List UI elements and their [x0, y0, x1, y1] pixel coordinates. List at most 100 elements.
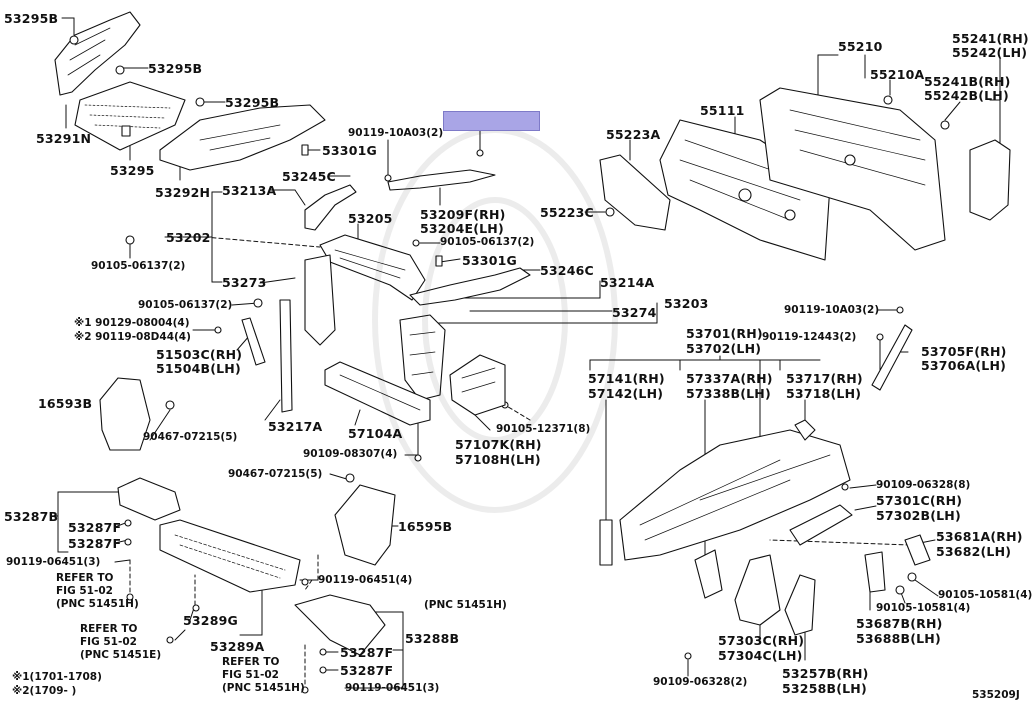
label-90467-07215-a[interactable]: 90467-07215(5) — [143, 431, 238, 443]
label-53705F[interactable]: 53705F(RH) — [921, 344, 1007, 359]
label-53274[interactable]: 53274 — [612, 305, 657, 320]
label-53295[interactable]: 53295 — [110, 163, 155, 178]
label-53682[interactable]: 53682(LH) — [936, 544, 1012, 559]
part-55241-drawing — [969, 139, 1011, 221]
part-53203-drawing — [399, 314, 446, 401]
label-53214A[interactable]: 53214A — [600, 275, 655, 290]
label-53287F-d[interactable]: 53287F — [340, 663, 394, 678]
label-53717[interactable]: 53717(RH) — [786, 371, 863, 386]
label-55223C[interactable]: 55223C — [540, 205, 594, 220]
label-57304C[interactable]: 57304C(LH) — [718, 648, 803, 663]
label-90109-06328-b[interactable]: 90109-06328(2) — [653, 676, 748, 688]
label-53273[interactable]: 53273 — [222, 275, 267, 290]
label-90119-10A03-b[interactable]: 90119-10A03(2) — [784, 304, 880, 316]
part-53205-drawing — [319, 234, 426, 301]
label-53287F-b[interactable]: 53287F — [68, 536, 122, 551]
label-53287F-c[interactable]: 53287F — [340, 645, 394, 660]
part-53291N-drawing — [54, 11, 141, 96]
label-53718[interactable]: 53718(LH) — [786, 386, 862, 401]
part-53701-drawing — [599, 419, 851, 566]
label-16595B[interactable]: 16595B — [398, 519, 453, 534]
label-55241[interactable]: 55241(RH) — [952, 31, 1029, 46]
label-53687B[interactable]: 53687B(RH) — [856, 616, 943, 631]
label-53205[interactable]: 53205 — [348, 211, 393, 226]
label-90119-08D44[interactable]: ※2 90119-08D44(4) — [74, 331, 191, 343]
label-refer-3a: REFER TO — [222, 656, 280, 668]
label-57141[interactable]: 57141(RH) — [588, 371, 665, 386]
label-90105-06137-b[interactable]: 90105-06137(2) — [440, 236, 535, 248]
label-90119-06451-b[interactable]: 90119-06451(4) — [318, 574, 413, 586]
label-16593B[interactable]: 16593B — [38, 396, 93, 411]
label-57303C[interactable]: 57303C(RH) — [718, 633, 805, 648]
label-53203[interactable]: 53203 — [664, 296, 709, 311]
label-57108H[interactable]: 57108H(LH) — [455, 452, 541, 467]
label-53706A[interactable]: 53706A(LH) — [921, 358, 1007, 373]
label-90109-08307[interactable]: 90109-08307(4) — [303, 448, 398, 460]
label-51504B[interactable]: 51504B(LH) — [156, 361, 241, 376]
label-53301G-a[interactable]: 53301G — [322, 143, 377, 158]
label-53295B-b[interactable]: 53295B — [148, 61, 203, 76]
label-refer-3b: FIG 51-02 — [222, 669, 279, 681]
label-57301C[interactable]: 57301C(RH) — [876, 493, 963, 508]
label-90109-06328-a[interactable]: 90109-06328(8) — [876, 479, 971, 491]
label-55223A[interactable]: 55223A — [606, 127, 661, 142]
label-53288B[interactable]: 53288B — [405, 631, 460, 646]
label-90119-12443[interactable]: 90119-12443(2) — [762, 331, 857, 343]
label-53287F-a[interactable]: 53287F — [68, 520, 122, 535]
label-90129-08004[interactable]: ※1 90129-08004(4) — [74, 317, 190, 329]
label-53701[interactable]: 53701(RH) — [686, 326, 763, 341]
label-53257B[interactable]: 53257B(RH) — [782, 666, 869, 681]
label-55241B[interactable]: 55241B(RH) — [924, 74, 1011, 89]
label-53289A[interactable]: 53289A — [210, 639, 265, 654]
label-57338B[interactable]: 57338B(LH) — [686, 386, 771, 401]
label-55242[interactable]: 55242(LH) — [952, 45, 1028, 60]
label-53204E[interactable]: 53204E(LH) — [420, 221, 504, 236]
part-55210-drawing — [759, 87, 946, 251]
label-90119-06451-a[interactable]: 90119-06451(3) — [6, 556, 101, 568]
label-57142[interactable]: 57142(LH) — [588, 386, 664, 401]
label-53245C[interactable]: 53245C — [282, 169, 336, 184]
label-53295B-a[interactable]: 53295B — [4, 11, 59, 26]
label-53681A[interactable]: 53681A(RH) — [936, 529, 1023, 544]
label-53295B-c[interactable]: 53295B — [225, 95, 280, 110]
label-53289G[interactable]: 53289G — [183, 613, 238, 628]
label-57302B[interactable]: 57302B(LH) — [876, 508, 961, 523]
label-53287B[interactable]: 53287B — [4, 509, 59, 524]
part-16595B-drawing — [334, 484, 396, 566]
label-refer-2a: REFER TO — [80, 623, 138, 635]
label-90105-12371[interactable]: 90105-12371(8) — [496, 423, 591, 435]
label-90105-10581-a[interactable]: 90105-10581(4) — [938, 589, 1032, 601]
label-57104A[interactable]: 57104A — [348, 426, 403, 441]
highlight-box[interactable] — [443, 111, 540, 131]
label-53291N[interactable]: 53291N — [36, 131, 92, 146]
label-57107K[interactable]: 57107K(RH) — [455, 437, 542, 452]
label-51503C[interactable]: 51503C(RH) — [156, 347, 243, 362]
label-53213A[interactable]: 53213A — [222, 183, 277, 198]
label-55210[interactable]: 55210 — [838, 39, 883, 54]
label-90119-06451-c[interactable]: 90119-06451(3) — [345, 682, 440, 694]
label-53202[interactable]: 53202 — [166, 230, 211, 245]
label-90105-06137-c[interactable]: 90105-06137(2) — [138, 299, 233, 311]
part-53705F-drawing — [871, 324, 913, 391]
label-90119-10A03-a[interactable]: 90119-10A03(2) — [348, 127, 444, 139]
label-90467-07215-b[interactable]: 90467-07215(5) — [228, 468, 323, 480]
label-53301G-b[interactable]: 53301G — [462, 253, 517, 268]
part-53289A-drawing — [159, 519, 301, 593]
label-53217A[interactable]: 53217A — [268, 419, 323, 434]
label-53688B[interactable]: 53688B(LH) — [856, 631, 941, 646]
label-53702[interactable]: 53702(LH) — [686, 341, 762, 356]
label-55242B[interactable]: 55242B(LH) — [924, 88, 1009, 103]
label-90105-06137-a[interactable]: 90105-06137(2) — [91, 260, 186, 272]
label-55111[interactable]: 55111 — [700, 103, 745, 118]
part-53273-drawing — [241, 254, 336, 413]
label-57337A[interactable]: 57337A(RH) — [686, 371, 773, 386]
part-55223A-drawing — [599, 154, 671, 231]
label-55210A[interactable]: 55210A — [870, 67, 925, 82]
label-53246C[interactable]: 53246C — [540, 263, 594, 278]
label-53209F[interactable]: 53209F(RH) — [420, 207, 506, 222]
label-53258B[interactable]: 53258B(LH) — [782, 681, 867, 696]
part-53292H-drawing — [159, 104, 326, 171]
label-90105-10581-b[interactable]: 90105-10581(4) — [876, 602, 971, 614]
label-53292H[interactable]: 53292H — [155, 185, 211, 200]
